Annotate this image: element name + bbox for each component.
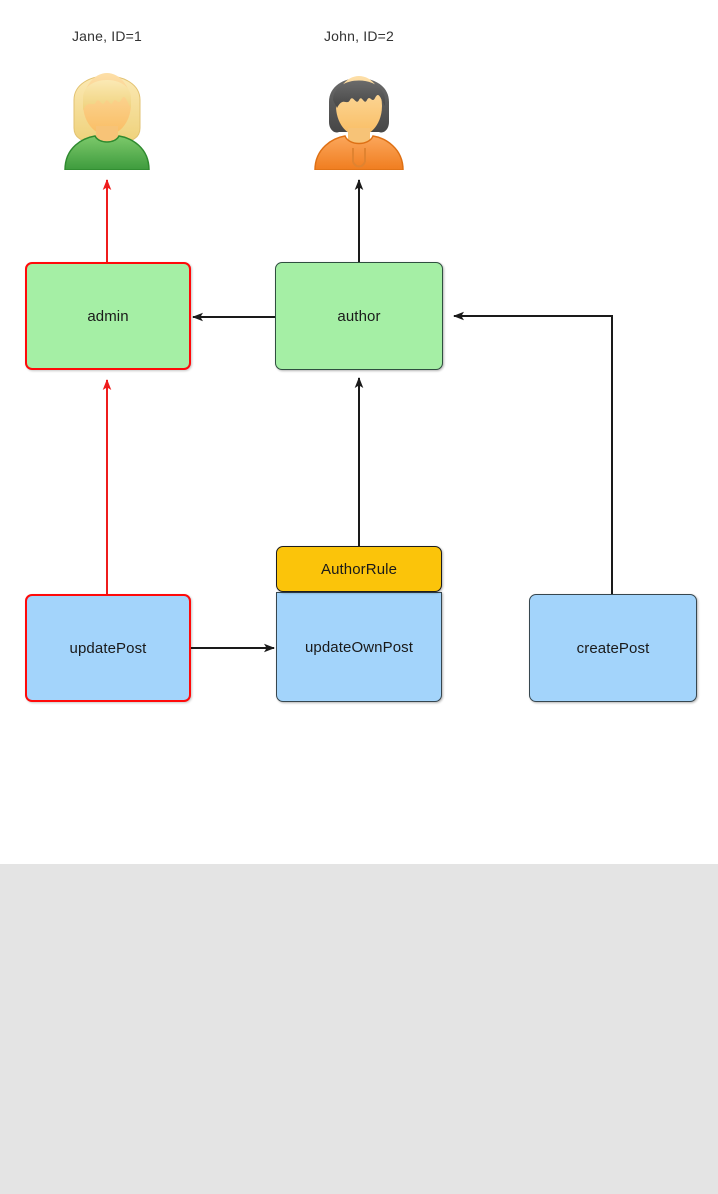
diagram-canvas: Jane, ID=1 — [25, 28, 697, 702]
rule-label-authorrule: AuthorRule — [320, 560, 398, 578]
role-node-author[interactable]: author — [275, 262, 443, 370]
permission-node-updatepost[interactable]: updatePost — [25, 594, 191, 702]
role-label-admin: admin — [87, 307, 129, 325]
permission-node-createpost[interactable]: createPost — [529, 594, 697, 702]
edge-createpost-to-author — [453, 311, 613, 594]
footer-panel — [0, 864, 718, 1194]
avatar-jane-icon — [47, 52, 167, 170]
user-jane[interactable]: Jane, ID=1 — [47, 28, 167, 170]
avatar-john-icon — [299, 52, 419, 170]
user-jane-label: Jane, ID=1 — [71, 28, 143, 44]
permission-label-updateownpost: updateOwnPost — [304, 638, 414, 656]
user-john[interactable]: John, ID=2 — [299, 28, 419, 170]
role-label-author: author — [337, 307, 381, 325]
permission-label-updatepost: updatePost — [69, 639, 147, 657]
role-node-admin[interactable]: admin — [25, 262, 191, 370]
permission-label-createpost: createPost — [576, 639, 650, 657]
permission-node-updateownpost[interactable]: updateOwnPost — [276, 592, 442, 702]
user-john-label: John, ID=2 — [323, 28, 395, 44]
rule-node-authorrule[interactable]: AuthorRule — [276, 546, 442, 592]
